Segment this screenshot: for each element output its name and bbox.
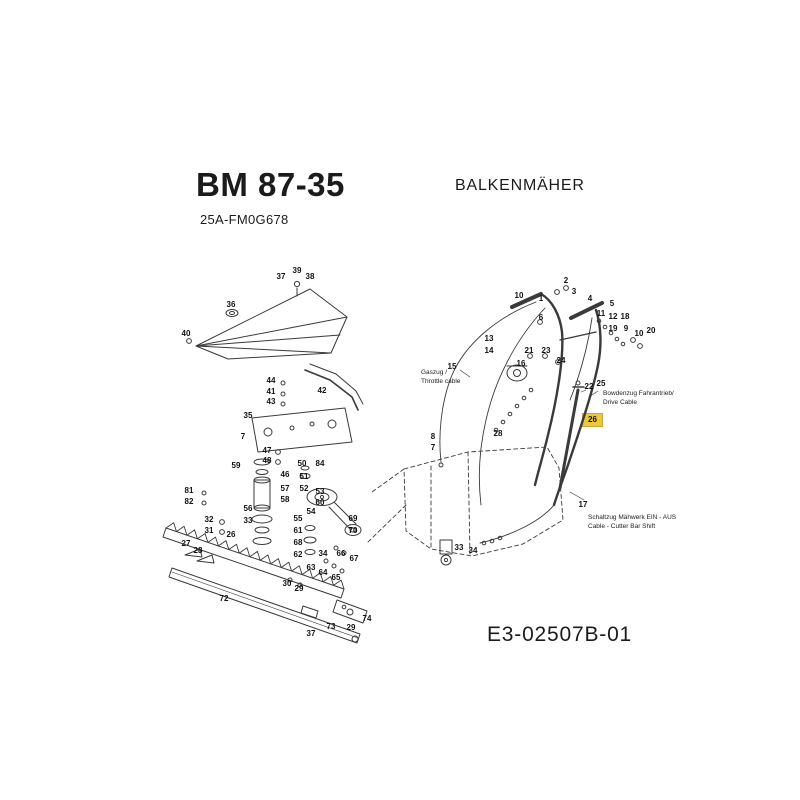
part-callout: 20 [646,326,656,335]
part-callout: 72 [219,594,229,603]
part-callout: 55 [293,514,303,523]
part-callout: 17 [578,500,588,509]
part-callout: 28 [493,429,503,438]
part-callout: 84 [315,459,325,468]
part-callout: 39 [292,266,302,275]
part-callout: 54 [306,507,316,516]
part-callout: 51 [299,472,309,481]
part-callout: 7 [240,432,246,441]
part-callout: 60 [315,498,325,507]
part-callout: 64 [318,568,328,577]
part-callout: 47 [262,446,272,455]
part-callout: 37 [306,629,316,638]
part-callout: 22 [584,382,594,391]
part-callout: 2 [563,276,569,285]
model-code: 25A-FM0G678 [200,212,289,227]
cutter-shift-cable-label: Schaltzug Mähwerk EIN - AUS Cable - Cutt… [588,514,677,530]
part-callout: 7 [430,443,436,452]
part-callout: 56 [243,504,253,513]
part-callout: 23 [541,346,551,355]
part-callout: 21 [524,346,534,355]
part-callout: 52 [299,484,309,493]
part-callout: 19 [608,324,618,333]
part-callout: 68 [293,538,303,547]
sheet-title: BALKENMÄHER [455,177,585,194]
part-callout: 41 [266,387,276,396]
part-callout: 37 [276,272,286,281]
part-callout: 70 [348,526,358,535]
part-callout: 44 [266,376,276,385]
part-callout: 62 [293,550,303,559]
part-callout: 29 [294,584,304,593]
part-callout: 50 [297,459,307,468]
part-callout: 61 [293,526,303,535]
part-callout: 36 [226,300,236,309]
part-callout: 11 [596,309,606,318]
part-callout: 59 [231,461,241,470]
part-callout: 40 [181,329,191,338]
part-callout: 31 [204,526,214,535]
part-callout: 29 [346,623,356,632]
part-callout: 42 [317,386,327,395]
part-callout: 13 [484,334,494,343]
part-callout: 65 [331,573,341,582]
part-callout: 32 [204,515,214,524]
part-callout: 18 [620,312,630,321]
part-callout: 25 [596,379,606,388]
part-callout: 74 [362,614,372,623]
part-callout: 15 [447,362,457,371]
part-callout: 69 [348,514,358,523]
part-callout: 3 [571,287,577,296]
part-callout: 5 [609,299,615,308]
part-callout: 58 [280,495,290,504]
part-callout: 30 [282,579,292,588]
part-callout: 38 [305,272,315,281]
part-callout: 12 [608,312,618,321]
part-callout: 4 [587,294,593,303]
part-callout: 8 [430,432,436,441]
part-callout: 1 [538,294,544,303]
part-callout: 28 [193,546,203,555]
part-callout: 16 [516,359,526,368]
part-callout: 33 [454,543,464,552]
part-callout: 66 [336,549,346,558]
part-callout: 43 [266,397,276,406]
part-callout: 9 [623,324,629,333]
part-callout: 57 [280,484,290,493]
diagram-code: E3-02507B-01 [487,623,633,646]
part-callout: 48 [262,456,272,465]
model-title: BM 87-35 [196,166,345,203]
part-callout: 10 [634,329,644,338]
part-callout: 24 [556,356,566,365]
part-callout: 14 [484,346,494,355]
part-callout: 35 [243,411,253,420]
drive-cable-label: Bowdenzug Fahrantrieb/ Drive Cable [603,390,674,406]
part-callout: 67 [349,554,359,563]
part-callout: 26 [226,530,236,539]
part-callout: 82 [184,497,194,506]
part-callout: 34 [318,549,328,558]
part-callout: 10 [514,291,524,300]
throttle-cable-label: Gaszug / Throttle cable [421,369,461,385]
left-assembly-drawing [162,280,368,644]
part-callout: 34 [468,546,478,555]
part-callout: 73 [326,622,336,631]
part-callout: 33 [243,516,253,525]
part-callout: 63 [306,563,316,572]
part-callout: 53 [315,487,325,496]
part-callout: 81 [184,486,194,495]
right-assembly-drawing [367,285,643,566]
part-callout: 46 [280,470,290,479]
part-callout: 27 [181,539,191,548]
part-callout: 6 [538,313,544,322]
